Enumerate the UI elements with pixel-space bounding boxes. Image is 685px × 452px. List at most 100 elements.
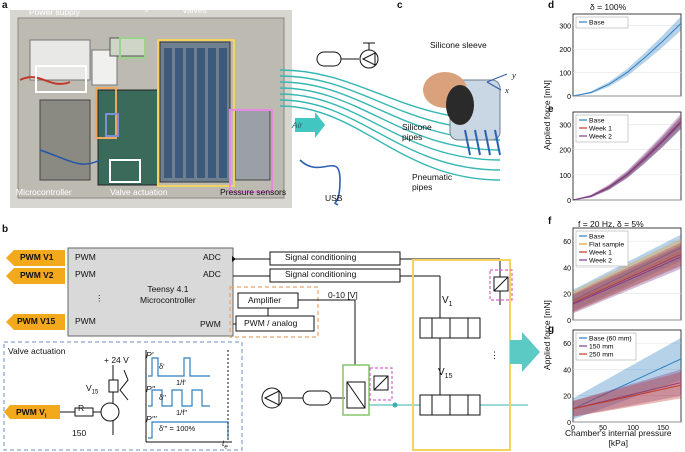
ytick-label-e: 0 (567, 198, 571, 205)
pwm-vi-label: PWM Vi (16, 407, 47, 420)
mcu-pin-adc-1: ADC (203, 252, 221, 262)
series-line-g-0 (572, 358, 682, 410)
signal-conditioning-2: Signal conditioning (285, 269, 357, 279)
valve-actuation-title: Valve actuation (8, 346, 66, 356)
resistor-value: 150 (72, 428, 87, 438)
label-microcontroller: Microcontroller (16, 187, 72, 197)
ytick-label-g: 40 (563, 367, 571, 374)
legend-label-f: Base (589, 234, 605, 241)
v15-label: V15 (86, 383, 99, 396)
period-label-1: 1/f' (176, 378, 186, 387)
ytick-label-e: 200 (559, 148, 571, 155)
chart-title-d: δ = 100% (590, 2, 627, 12)
series-band-f-0 (573, 234, 681, 311)
valve-v1-label: V1 (442, 295, 453, 308)
ytick-label-d: 200 (559, 47, 571, 54)
panel-label-e: e (548, 104, 554, 115)
axis-x-label: x (505, 85, 509, 95)
series-line-f-2 (572, 253, 682, 304)
label-usb: USB (325, 193, 343, 203)
time-label: te (222, 438, 228, 451)
label-pressure-regulator: Pressure regulator (100, 2, 170, 12)
series-line-f-3 (572, 256, 682, 305)
legend-label-g: 150 mm (589, 344, 614, 351)
ytick-label-f: 20 (563, 292, 571, 299)
xtick-label-g: 0 (571, 425, 575, 432)
wave-label-p3: P''' (146, 414, 157, 424)
label-air: Air (292, 120, 303, 130)
legend-label-g: 250 mm (589, 352, 614, 359)
label-pneumatic-pipes: Pneumatic pipes (412, 172, 453, 192)
panel-b-diagram: ⋮ (3, 247, 540, 451)
pwm-v15-label: PWM V15 (17, 316, 56, 326)
label-pressure-sensors: Pressure sensors (220, 187, 287, 197)
ytick-label-g: 60 (563, 341, 571, 348)
wave-label-p2: P'' (146, 384, 155, 394)
ytick-label-g: 20 (563, 394, 571, 401)
legend-label-e: Week 1 (589, 126, 612, 133)
legend-label-e: Week 2 (589, 134, 612, 141)
wave-label-p1: P' (146, 350, 154, 360)
ytick-label-e: 300 (559, 123, 571, 130)
panel-c-photo (423, 72, 508, 156)
pwm-vdots: ⋮ (95, 293, 104, 303)
legend-label-g: Base (60 mm) (589, 336, 632, 343)
plus24-label: + 24 V (104, 355, 129, 365)
period-label-2: 1/f'' (176, 408, 188, 417)
legend-label-e: Base (589, 118, 605, 125)
series-line-e-2 (572, 120, 682, 201)
panel-a-photo (10, 10, 292, 208)
label-valves: Valves (182, 5, 207, 15)
xtick-label-g: 100 (627, 425, 639, 432)
panel-label-a: a (2, 0, 8, 11)
valve-v15-label: V15 (438, 367, 453, 380)
legend-label-f: Week 2 (589, 258, 612, 265)
panel-label-d: d (548, 0, 555, 11)
panel-label-f: f (548, 216, 552, 227)
ytick-label-d: 100 (559, 71, 571, 78)
mcu-name: Teensy 4.1 Microcontroller (140, 284, 196, 305)
axis-y-label: y (512, 70, 516, 80)
ytick-label-d: 0 (567, 94, 571, 101)
series-line-f-1 (572, 251, 682, 303)
mcu-pwm-out: PWM (200, 319, 221, 329)
mcu-pin-adc-2: ADC (203, 269, 221, 279)
signal-conditioning-1: Signal conditioning (285, 252, 357, 262)
label-power-supply: Power supply (29, 7, 81, 17)
shared-ylabel-bottom: Applied force [mN] (542, 300, 552, 370)
series-band-g-1 (573, 369, 681, 417)
ytick-label-f: 40 (563, 265, 571, 272)
series-line-d-0 (572, 23, 682, 97)
delta-label-3: δ''' = 100% (159, 424, 196, 433)
series-line-g-2 (572, 384, 682, 410)
panel-label-b: b (2, 224, 9, 235)
series-band-g-0 (573, 337, 681, 420)
pwm-analog-label: PWM / analog (244, 318, 298, 328)
series-band-f-1 (573, 238, 681, 313)
ytick-label-g: 0 (567, 420, 571, 427)
label-silicone-pipes: Silicone pipes (402, 122, 432, 142)
ytick-label-f: 0 (567, 318, 571, 325)
valve-vdots: ⋮ (490, 350, 499, 360)
resistor-label: R (78, 403, 85, 413)
chart-title-f: f = 20 Hz, δ = 5% (578, 219, 644, 229)
voltage-label: 0-10 [V] (328, 290, 358, 300)
delta-label-2: δ'' (159, 393, 167, 402)
panel-label-g: g (548, 324, 555, 335)
mcu-pin-pwm-2: PWM (75, 269, 96, 279)
amplifier-label: Amplifier (248, 295, 282, 305)
label-valve-actuation: Valve actuation (110, 187, 168, 197)
mcu-pin-pwm-15: PWM (75, 316, 96, 326)
pwm-v1-label: PWM V1 (20, 252, 54, 262)
mcu-pin-pwm-1: PWM (75, 252, 96, 262)
xtick-label-g: 150 (657, 425, 669, 432)
x-axis-label-g: Chamber's internal pressure [kPa] (565, 428, 672, 448)
series-band-g-2 (573, 372, 681, 417)
legend-box-d (575, 16, 629, 29)
panel-label-c: c (397, 0, 403, 11)
delta-label-1: δ' (159, 362, 165, 371)
pwm-v2-label: PWM V2 (20, 270, 54, 280)
pwm-input-arrows (6, 250, 65, 330)
shared-ylabel-top: Applied force [mN] (542, 80, 552, 150)
